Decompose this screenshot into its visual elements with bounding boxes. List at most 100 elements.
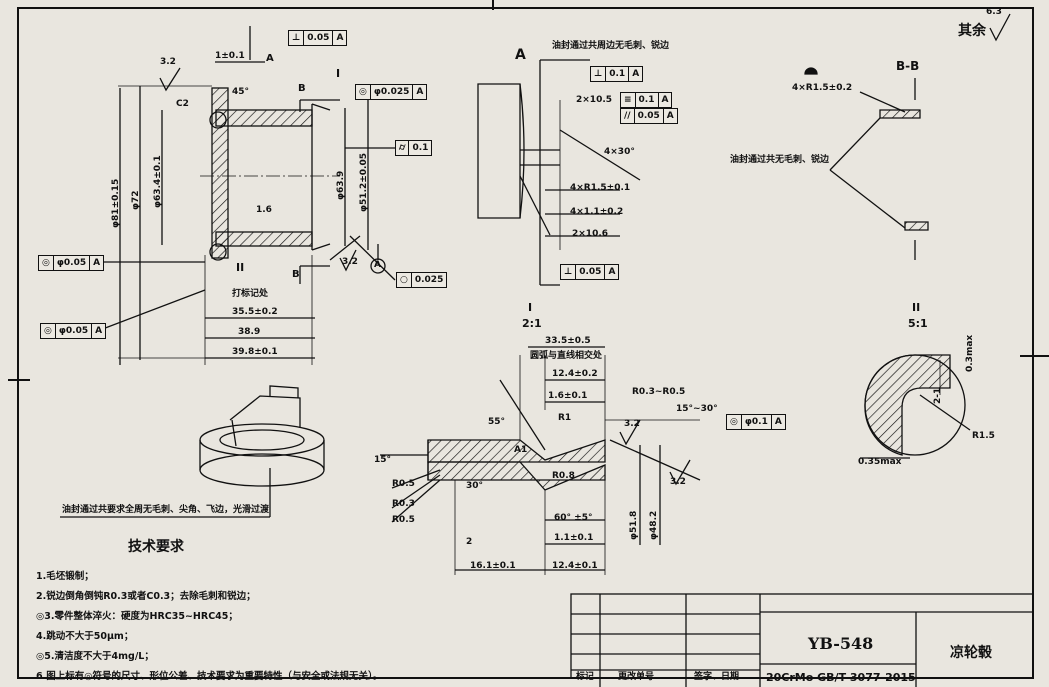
tech-note: ◎3.零件整体淬火：硬度为HRC35~HRC45； bbox=[36, 611, 238, 622]
dim-1: 1±0.1 bbox=[215, 51, 245, 61]
dia-81: φ81±0.15 bbox=[111, 178, 121, 228]
drawing-code: YB-548 bbox=[808, 634, 874, 653]
tb-header-change: 更改单号 bbox=[618, 672, 655, 682]
label-i: I bbox=[336, 67, 341, 80]
dia-63: φ63.4±0.1 bbox=[153, 155, 163, 208]
section-a-label: A bbox=[515, 47, 526, 63]
detail-ii-label: II bbox=[912, 301, 921, 314]
detail-i-a1: A1 bbox=[514, 445, 528, 455]
fcf-roundness: ○0.025 bbox=[396, 272, 448, 288]
detail-i-view bbox=[380, 346, 701, 575]
chamfer-c2: C2 bbox=[176, 99, 189, 109]
detail-i-angle-55: 55° bbox=[488, 417, 506, 427]
detail-i-rough: 3.2 bbox=[624, 419, 640, 429]
detail-i-label: I bbox=[528, 301, 533, 314]
dia-72: φ72 bbox=[131, 190, 141, 210]
tech-note: 2.锐边倒角倒钝R0.3或者C0.3；去除毛刺和锐边； bbox=[36, 591, 256, 602]
detail-ii-w035: 0.35max bbox=[858, 457, 902, 467]
material-spec: 20CrMo GB/T 3077-2015 bbox=[766, 671, 916, 684]
view-bb bbox=[804, 67, 929, 260]
view-a-slot: 2×10.5 bbox=[576, 95, 613, 105]
detail-ii-scale: 5:1 bbox=[908, 317, 928, 330]
dim-16: 1.6 bbox=[256, 205, 272, 215]
view-bb-note: 油封通过共无毛刺、锐边 bbox=[730, 155, 830, 165]
tech-note: 6.图上标有◎符号的尺寸、形位公差、技术要求为重要特性（与安全或法规无关）。 bbox=[36, 671, 383, 682]
detail-ii-w2: 2-1 bbox=[933, 387, 943, 404]
detail-i-r05b: R0.5 bbox=[392, 515, 415, 525]
rough-32b: 3.2 bbox=[342, 257, 358, 267]
view-bb-r15: 4×R1.5±0.2 bbox=[792, 83, 853, 93]
dia-51: φ51.2±0.05 bbox=[359, 153, 369, 212]
part-name: 凉轮毂 bbox=[950, 645, 992, 661]
detail-i-r08: R0.8 bbox=[552, 471, 575, 481]
label-b-bottom: B bbox=[292, 269, 300, 280]
label-a-top: A bbox=[266, 53, 274, 64]
detail-i-angle-60: 60° ±5° bbox=[554, 513, 593, 523]
mark-position: 打标记处 bbox=[232, 289, 269, 299]
detail-i-w124b: 12.4±0.1 bbox=[552, 561, 598, 571]
view-a-r15: 4×R1.5±0.1 bbox=[570, 183, 631, 193]
dia-63b: φ63.9 bbox=[336, 170, 346, 200]
tech-note: 1.毛坯锻制； bbox=[36, 571, 94, 582]
view-a-w106: 2×10.6 bbox=[572, 229, 609, 239]
view-a bbox=[477, 59, 641, 286]
tech-note: ◎5.清洁度不大于4mg/L； bbox=[36, 651, 154, 662]
main-section-view bbox=[99, 26, 396, 365]
title-block bbox=[570, 593, 1034, 687]
detail-i-note: 圆弧与直线相交处 bbox=[530, 351, 603, 361]
tb-header-sign: 签字、日期 bbox=[694, 672, 740, 682]
angle-45: 45° bbox=[232, 87, 250, 97]
roughness-symbol bbox=[989, 13, 1011, 42]
detail-i-angle-15: 15°~30° bbox=[676, 404, 718, 414]
tech-requirements-list: 1.毛坯锻制； 2.锐边倒角倒钝R0.3或者C0.3；去除毛刺和锐边； ◎3.零… bbox=[36, 568, 382, 687]
detail-i-w16: 1.6±0.1 bbox=[548, 391, 588, 401]
detail-ii-r15: R1.5 bbox=[972, 431, 995, 441]
section-bb-label: B-B bbox=[896, 59, 920, 73]
datum-a: A bbox=[374, 260, 381, 270]
fcf-flatness: ⌭0.1 bbox=[395, 140, 433, 156]
detail-i-w161: 16.1±0.1 bbox=[470, 561, 516, 571]
tb-header-mark: 标记 bbox=[576, 672, 595, 682]
detail-i-r05: R0.5 bbox=[392, 479, 415, 489]
roughness-value: 6.3 bbox=[986, 7, 1002, 17]
isometric-sketch bbox=[60, 385, 325, 518]
detail-i-rough2: 3.2 bbox=[670, 477, 686, 487]
view-a-chamfer: 4×30° bbox=[604, 147, 635, 157]
bottom-note: 油封通过共要求全周无毛刺、尖角、飞边，光滑过渡 bbox=[62, 505, 270, 515]
detail-i-scale: 2:1 bbox=[522, 317, 542, 330]
roughness-label: 其余 bbox=[958, 23, 986, 39]
rough-32: 3.2 bbox=[160, 57, 176, 67]
detail-i-r03b: R0.3 bbox=[392, 499, 415, 509]
detail-i-r03: R0.3~R0.5 bbox=[632, 387, 686, 397]
label-ii: II bbox=[236, 261, 245, 274]
view-a-w11: 4×1.1±0.2 bbox=[570, 207, 624, 217]
view-a-note: 油封通过共周边无毛刺、锐边 bbox=[552, 41, 670, 51]
sheet-border bbox=[17, 7, 1034, 679]
len-38: 38.9 bbox=[238, 327, 261, 337]
detail-ii-h03: 0.3max bbox=[965, 334, 975, 372]
len-35: 35.5±0.2 bbox=[232, 307, 278, 317]
detail-i-w335: 33.5±0.5 bbox=[545, 336, 591, 346]
detail-i-angle-15b: 15° bbox=[374, 455, 392, 465]
detail-i-w124: 12.4±0.2 bbox=[552, 369, 598, 379]
label-b-top: B bbox=[298, 83, 306, 94]
detail-ii-view bbox=[860, 354, 971, 459]
tech-requirements-title: 技术要求 bbox=[128, 539, 184, 555]
detail-i-dia-51: φ51.8 bbox=[629, 510, 639, 540]
detail-i-w11: 1.1±0.1 bbox=[554, 533, 594, 543]
tech-note: 4.跳动不大于50μm； bbox=[36, 631, 134, 642]
detail-i-angle-30: 30° bbox=[466, 481, 484, 491]
detail-i-w2: 2 bbox=[466, 537, 473, 547]
len-39: 39.8±0.1 bbox=[232, 347, 278, 357]
